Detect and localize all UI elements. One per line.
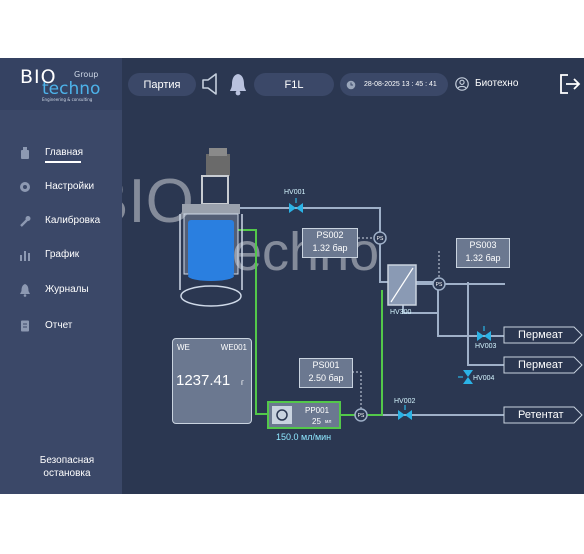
ps-symbol-ps003: PS (436, 282, 443, 288)
datetime-display: 28-08-2025 13 : 45 : 41 (340, 73, 448, 96)
ps-symbol-ps001: PS (358, 413, 365, 419)
speaker-icon[interactable] (200, 72, 222, 96)
hv004-tag: HV004 (473, 375, 495, 382)
outlet-label: Пермеат (518, 329, 563, 341)
sidebar-item-label: Журналы (45, 284, 89, 295)
top-bar: BIO Group techno Engineering & consultin… (0, 58, 584, 110)
hv003-tag: HV003 (475, 343, 497, 350)
outlet-label: Ретентат (518, 409, 564, 421)
logout-icon[interactable] (558, 72, 582, 96)
hv300-tag: HV300 (390, 309, 412, 316)
logo-group: Group (74, 70, 99, 79)
clock-icon (346, 80, 356, 89)
user-icon[interactable] (455, 77, 469, 91)
bioreactor-icon (21, 147, 29, 159)
scale-panel[interactable]: WE WE001 1237.41 г (172, 338, 252, 424)
line-label: F1L (284, 78, 304, 91)
sensor-value: 1.32 бар (465, 253, 501, 263)
brand-logo: BIO Group techno Engineering & consultin… (0, 58, 122, 110)
sidebar-item-label: График (45, 249, 80, 260)
sidebar-item-label: Калибровка (45, 215, 101, 226)
ps-symbols (354, 231, 446, 422)
outlet-permeate-2: Пермеат (503, 356, 584, 374)
sensor-value: 2.50 бар (308, 373, 344, 383)
valve-hv004[interactable] (463, 370, 473, 384)
bell-alarm-icon[interactable] (228, 72, 248, 96)
sidebar-item-settings[interactable]: Настройки (0, 174, 122, 202)
bioreactor-vessel (179, 148, 243, 307)
batch-label: Партия (143, 78, 181, 91)
sidebar-item-logs[interactable]: Журналы (0, 277, 122, 305)
gear-icon (20, 182, 30, 192)
sidebar-item-report[interactable]: Отчет (0, 313, 122, 341)
pump-speed-unit: мл (325, 419, 332, 425)
logo-tagline: Engineering & consulting (42, 97, 93, 102)
sidebar-item-label: Настройки (45, 181, 95, 192)
sensor-id: PS002 (316, 230, 344, 240)
sidebar-item-calibration[interactable]: Калибровка (0, 208, 122, 236)
grey-pipes (238, 207, 505, 416)
arrow-shape-icon (503, 356, 583, 374)
safe-stop-button[interactable]: Безопасная остановка (39, 455, 95, 479)
ps-symbol-ps002: PS (377, 236, 384, 242)
arrow-shape-icon (503, 406, 583, 424)
datetime-text: 28-08-2025 13 : 45 : 41 (364, 81, 437, 88)
outlet-retentate: Ретентат (503, 406, 584, 424)
sidebar-item-home[interactable]: Главная (0, 140, 122, 168)
sensor-ps002[interactable]: PS002 1.32 бар (302, 228, 358, 258)
watermark-text: BIO (122, 167, 194, 236)
scale-unit: г (241, 378, 244, 387)
signal-lines (342, 237, 440, 409)
sidebar-item-label: Главная (45, 147, 84, 158)
sensor-id: PS001 (312, 360, 340, 370)
scale-tag: WE (177, 343, 190, 352)
pump-speed: 25 (312, 417, 321, 426)
scale-id: WE001 (220, 343, 247, 352)
outlet-label: Пермеат (518, 359, 563, 371)
sidebar-item-chart[interactable]: График (0, 242, 122, 270)
valve-hv001[interactable] (289, 203, 303, 213)
active-underline (45, 161, 81, 163)
valve-hv003[interactable] (477, 331, 491, 341)
scale-value: 1237.41 (176, 372, 231, 389)
sensor-id: PS003 (469, 240, 497, 250)
arrow-shape-icon (503, 326, 583, 344)
pump-id: PP001 (305, 406, 330, 415)
process-diagram: BIO techno (122, 110, 584, 494)
sidebar-item-label: Отчет (45, 320, 73, 331)
bell-icon (20, 284, 30, 297)
line-selector[interactable]: F1L (254, 73, 334, 96)
valve-hv002[interactable] (398, 410, 412, 420)
user-name: Биотехно (475, 78, 519, 89)
app-window: BIO Group techno Engineering & consultin… (0, 58, 584, 494)
logo-bio: BIO (20, 66, 57, 88)
outlet-permeate-1: Пермеат (503, 326, 584, 344)
sensor-ps003[interactable]: PS003 1.32 бар (456, 238, 510, 268)
sidebar: Главная Настройки Калибровка График Журн… (0, 110, 122, 494)
hv001-tag: HV001 (284, 189, 306, 196)
sensor-ps001[interactable]: PS001 2.50 бар (299, 358, 353, 388)
report-icon (21, 320, 29, 332)
bar-chart-icon (20, 251, 30, 261)
pump-flow: 150.0 мл/мин (276, 432, 332, 442)
pipeline-svg: BIO techno (122, 148, 505, 429)
wrench-icon (20, 216, 31, 227)
pump-pp001[interactable] (267, 401, 341, 429)
hv002-tag: HV002 (394, 398, 416, 405)
sensor-value: 1.32 бар (312, 243, 348, 253)
logo-techno: techno (42, 79, 101, 99)
batch-button[interactable]: Партия (128, 73, 196, 96)
